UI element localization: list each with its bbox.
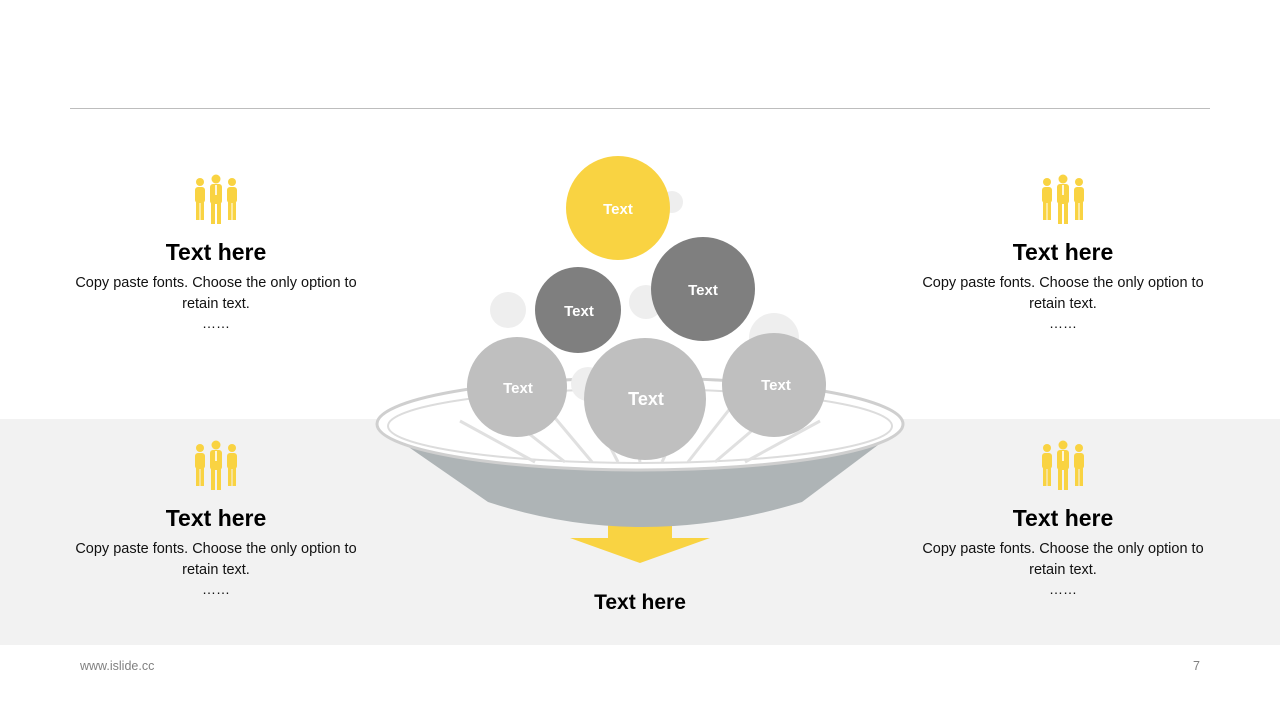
- ball-label: Text: [564, 303, 594, 320]
- block-ellipsis: ……: [202, 581, 230, 597]
- ball-label: Text: [628, 389, 664, 409]
- block-body: Copy paste fonts. Choose the only option…: [922, 275, 1204, 312]
- text-block-top-left: Text here Copy paste fonts. Choose the o…: [71, 174, 361, 331]
- block-ellipsis: ……: [1049, 315, 1077, 331]
- text-block-bottom-right: Text here Copy paste fonts. Choose the o…: [918, 440, 1208, 597]
- block-body: Copy paste fonts. Choose the only option…: [922, 541, 1204, 578]
- ball-dark-right: [651, 237, 755, 341]
- text-block-top-right: Text here Copy paste fonts. Choose the o…: [918, 174, 1208, 331]
- ball-dark-left: [535, 267, 621, 353]
- people-group-icon: [1042, 174, 1084, 224]
- block-body: Copy paste fonts. Choose the only option…: [75, 541, 357, 578]
- people-group-icon: [1042, 440, 1084, 490]
- block-ellipsis: ……: [202, 315, 230, 331]
- block-title: Text here: [165, 505, 267, 531]
- block-title: Text here: [1012, 239, 1114, 265]
- ball-label: Text: [603, 201, 633, 218]
- bowl-diagram: Text Text Text Text Text Text: [375, 156, 905, 563]
- block-body: Copy paste fonts. Choose the only option…: [75, 275, 357, 312]
- ball-light-right: [722, 333, 826, 437]
- down-arrow: [570, 515, 710, 563]
- ball-label: Text: [761, 377, 791, 394]
- text-block-bottom-left: Text here Copy paste fonts. Choose the o…: [71, 440, 361, 597]
- block-title: Text here: [1012, 505, 1114, 531]
- ball-label: Text: [503, 380, 533, 397]
- ball-label: Text: [688, 282, 718, 299]
- header-divider: [70, 108, 1210, 109]
- people-group-icon: [195, 174, 237, 224]
- diagram-caption: Text here: [594, 591, 686, 614]
- people-group-icon: [195, 440, 237, 490]
- block-title: Text here: [165, 239, 267, 265]
- ball-light-center: [584, 338, 706, 460]
- page-number: 7: [1193, 659, 1200, 673]
- footer-url[interactable]: www.islide.cc: [80, 659, 155, 673]
- ball-light-left: [467, 337, 567, 437]
- block-ellipsis: ……: [1049, 581, 1077, 597]
- ball-yellow: [566, 156, 670, 260]
